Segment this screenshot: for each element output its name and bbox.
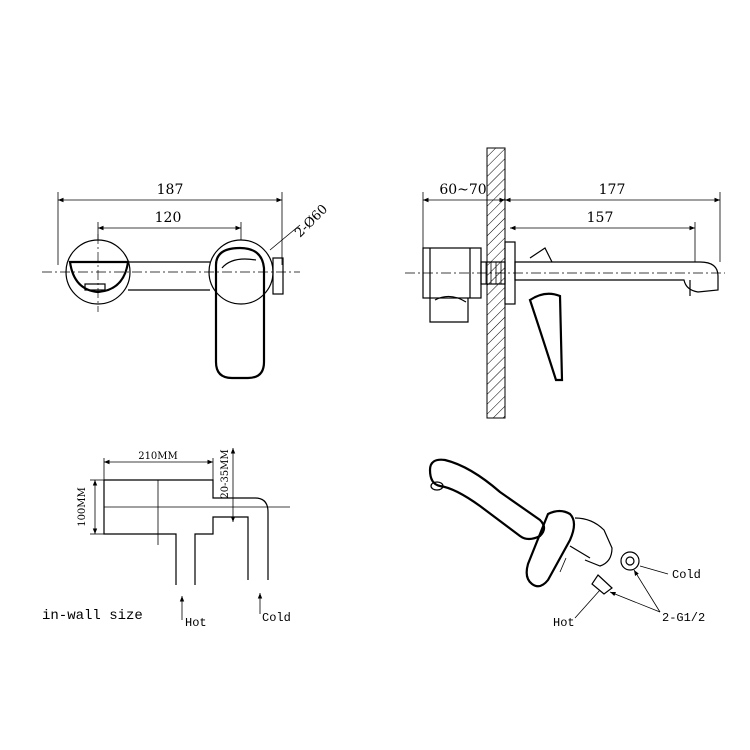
hot-leader <box>574 589 601 619</box>
dim-overall-label: 187 <box>157 182 184 198</box>
front-view: 187 120 2-Ø60 <box>42 182 331 380</box>
spout <box>514 261 719 293</box>
spout-stub <box>272 257 284 295</box>
lever-handle <box>214 246 266 380</box>
diameter-leader <box>269 224 301 251</box>
iso-hot-label: Hot <box>553 616 575 630</box>
left-escutcheon <box>65 239 131 305</box>
inwall-hot-label: Hot <box>185 616 207 630</box>
iso-thread-label: 2-G1/2 <box>662 611 705 625</box>
side-lever <box>528 292 564 382</box>
dim-diameter-label: 2-Ø60 <box>292 202 331 241</box>
iso-view: Cold Hot 2-G1/2 <box>428 458 705 630</box>
inwall-view: 210MM 100MM 20-35MM Hot Cold in-wall siz… <box>42 448 291 630</box>
thread-leader-1 <box>633 569 661 613</box>
cold-leader <box>639 565 669 575</box>
dim-projection-label: 177 <box>599 182 626 198</box>
inwall-caption: in-wall size <box>42 608 143 624</box>
dim-spout-label: 157 <box>587 210 614 226</box>
inwall-body-outline <box>104 479 269 580</box>
dim-width-label: 210MM <box>138 451 178 462</box>
iso-spout <box>428 458 546 541</box>
iso-hot-inlet <box>591 574 613 595</box>
thread-leader-2 <box>609 591 661 613</box>
side-view: 60~70 177 157 <box>405 147 725 419</box>
diverter-cap <box>68 260 130 294</box>
iso-cold-label: Cold <box>672 568 701 582</box>
dim-height-label: 100MM <box>77 487 88 527</box>
dim-offset-label: 20-35MM <box>220 449 231 498</box>
dim-wall-depth-label: 60~70 <box>439 182 486 198</box>
iso-body <box>574 517 613 567</box>
inwall-cold-label: Cold <box>262 611 291 625</box>
iso-lever <box>525 509 576 588</box>
dim-centers-label: 120 <box>155 210 182 226</box>
iso-cold-inlet <box>620 551 640 571</box>
